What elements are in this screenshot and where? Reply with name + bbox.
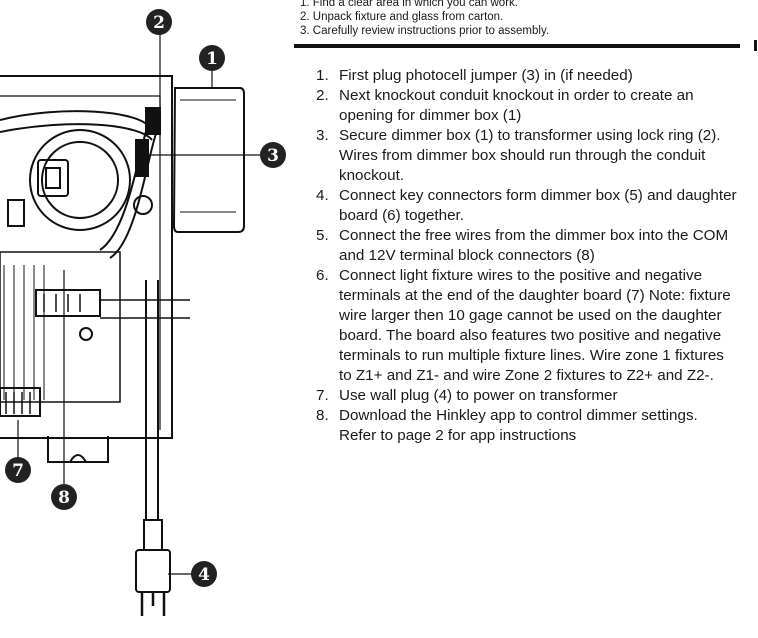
step-text: Connect the free wires from the dimmer b… (339, 227, 729, 264)
svg-text:3: 3 (267, 146, 279, 166)
step-number: 4. (316, 187, 329, 204)
assembly-step: 6. Connect light fixture wires to the pos… (316, 266, 739, 386)
assembly-step: 3. Secure dimmer box (1) to transformer u… (316, 126, 739, 186)
callout-4: 4 (191, 561, 217, 587)
step-text: First plug photocell jumper (3) in (if n… (339, 67, 633, 84)
step-number: 1. (316, 67, 329, 84)
transformer-diagram: 2 1 3 4 7 8 (0, 9, 286, 616)
svg-text:8: 8 (58, 488, 70, 508)
svg-text:7: 7 (12, 461, 24, 481)
step-text: Next knockout conduit knockout in order … (339, 87, 694, 124)
prep-step: 3. Carefully review instructions prior t… (300, 25, 550, 37)
assembly-step: 1. First plug photocell jumper (3) in (if… (316, 66, 739, 86)
section-divider (294, 44, 740, 48)
step-text: Secure dimmer box (1) to transformer usi… (339, 127, 721, 184)
callout-8: 8 (51, 484, 77, 510)
callout-3: 3 (260, 142, 286, 168)
assembly-steps-list: 1. First plug photocell jumper (3) in (if… (316, 66, 739, 446)
step-number: 2. (316, 87, 329, 104)
step-text: Download the Hinkley app to control dimm… (339, 407, 698, 444)
svg-text:2: 2 (153, 13, 165, 33)
callout-2: 2 (146, 9, 172, 35)
step-text: Connect light fixture wires to the posit… (339, 267, 731, 384)
assembly-step: 7. Use wall plug (4) to power on transfor… (316, 386, 739, 406)
callout-7: 7 (5, 457, 31, 483)
assembly-step: 8. Download the Hinkley app to control di… (316, 406, 739, 446)
svg-text:4: 4 (198, 565, 210, 585)
prep-steps-list: 1. Find a clear area in which you can wo… (300, 0, 549, 38)
prep-step: 1. Find a clear area in which you can wo… (300, 0, 518, 9)
svg-text:1: 1 (206, 49, 218, 69)
assembly-step: 2. Next knockout conduit knockout in orde… (316, 86, 739, 126)
step-number: 8. (316, 407, 329, 424)
divider-tick (754, 40, 757, 51)
assembly-step: 4. Connect key connectors form dimmer box… (316, 186, 739, 226)
step-number: 6. (316, 267, 329, 284)
step-text: Use wall plug (4) to power on transforme… (339, 387, 618, 404)
step-number: 5. (316, 227, 329, 244)
callout-1: 1 (199, 45, 225, 71)
step-text: Connect key connectors form dimmer box (… (339, 187, 737, 224)
step-number: 3. (316, 127, 329, 144)
prep-step: 2. Unpack fixture and glass from carton. (300, 11, 504, 23)
assembly-step: 5. Connect the free wires from the dimmer… (316, 226, 739, 266)
step-number: 7. (316, 387, 329, 404)
